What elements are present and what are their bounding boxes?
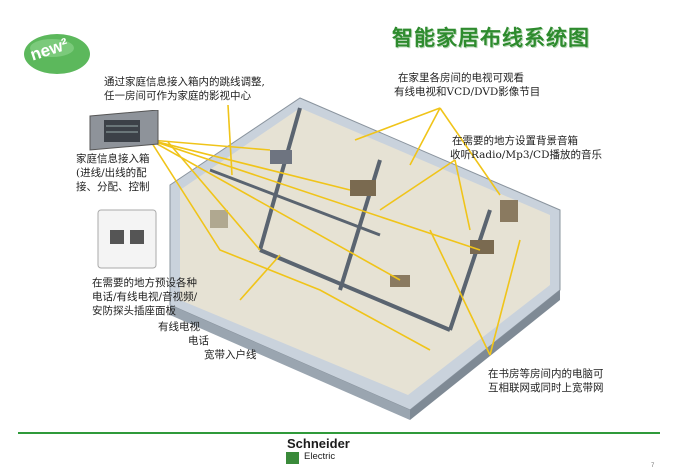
page-title: 智能家居布线系统图 xyxy=(392,26,590,50)
label-phone: 电话 xyxy=(188,335,209,347)
label-cable-tv: 有线电视 xyxy=(158,321,200,333)
schneider-logo-icon xyxy=(286,452,299,464)
label-distribution-box-top-1: 通过家庭信息接入箱内的跳线调整, xyxy=(104,76,265,88)
new-badge-icon xyxy=(24,34,90,74)
brand-name: Schneider xyxy=(287,436,350,451)
label-box-3: 接、分配、控制 xyxy=(76,181,150,193)
label-panel-3: 安防探头插座面板 xyxy=(92,305,176,317)
label-pc-2: 互相联网或同时上宽带网 xyxy=(488,382,604,394)
label-tv-2: 有线电视和VCD/DVD影像节目 xyxy=(394,86,541,98)
label-box-2: (进线/出线的配 xyxy=(76,167,147,179)
label-pc-1: 在书房等房间内的电脑可 xyxy=(488,368,604,380)
label-panel-2: 电话/有线电视/音视频/ xyxy=(92,291,198,303)
label-music-1: 在需要的地方设置背景音箱 xyxy=(452,135,578,147)
page-number: 7 xyxy=(651,463,655,469)
brand-subname: Electric xyxy=(304,451,336,462)
distribution-box-icon xyxy=(89,110,159,151)
house-floorplan-illustration xyxy=(150,97,561,420)
label-broadband: 宽带入户线 xyxy=(204,349,257,361)
footer-rule xyxy=(18,432,660,434)
label-box-1: 家庭信息接入箱 xyxy=(76,153,150,165)
label-music-2: 收听Radio/Mp3/CD播放的音乐 xyxy=(450,149,602,161)
wall-socket-panel-icon xyxy=(97,209,157,269)
label-tv-1: 在家里各房间的电视可观看 xyxy=(398,72,524,84)
label-panel-1: 在需要的地方预设各种 xyxy=(92,277,197,289)
label-distribution-box-top-2: 任一房间可作为家庭的影视中心 xyxy=(104,90,251,102)
